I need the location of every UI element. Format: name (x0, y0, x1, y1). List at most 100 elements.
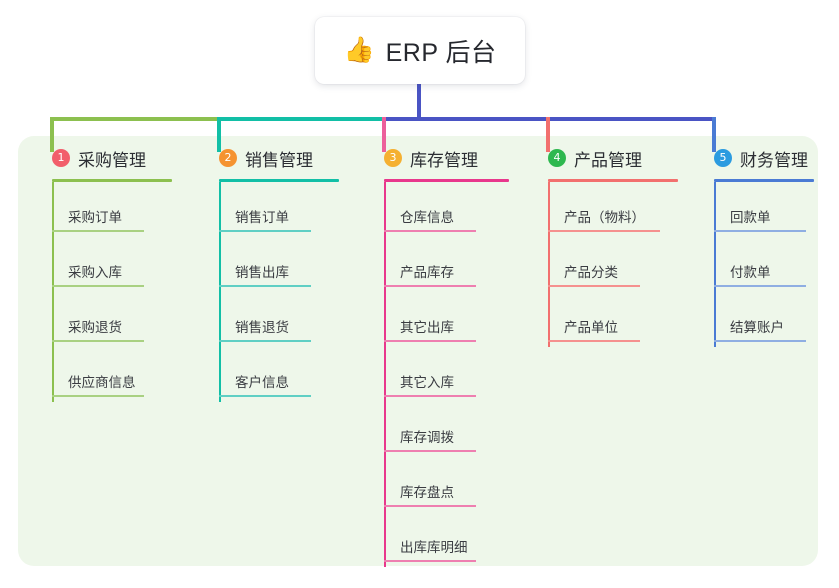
list-item-underline (548, 285, 640, 287)
column-spine (548, 182, 550, 347)
column-items: 产品（物料） 产品分类产品单位 (528, 182, 688, 347)
list-item-underline (714, 340, 806, 342)
list-item-label: 销售出库 (235, 265, 289, 280)
list-item-underline (219, 230, 311, 232)
list-item[interactable]: 其它入库 (364, 347, 519, 402)
column-title: 销售管理 (245, 150, 313, 170)
column-number-badge: 2 (219, 149, 237, 167)
column-number-badge: 5 (714, 149, 732, 167)
column-采购管理: 1 采购管理采购订单采购入库采购退货供应商信息 (32, 146, 182, 402)
list-item[interactable]: 供应商信息 (32, 347, 182, 402)
list-item-label: 产品单位 (564, 320, 618, 335)
column-underline (384, 179, 509, 182)
column-underline (52, 179, 172, 182)
list-item[interactable]: 销售退货 (199, 292, 349, 347)
list-item[interactable]: 销售订单 (199, 182, 349, 237)
list-item-label: 仓库信息 (400, 210, 454, 225)
list-item[interactable]: 回款单 (694, 182, 824, 237)
list-item-label: 其它入库 (400, 375, 454, 390)
list-item[interactable]: 库存盘点 (364, 457, 519, 512)
column-items: 销售订单销售出库销售退货客户信息 (199, 182, 349, 402)
list-item[interactable]: 付款单 (694, 237, 824, 292)
list-item-underline (219, 340, 311, 342)
list-item-label: 产品分类 (564, 265, 618, 280)
list-item-underline (384, 230, 476, 232)
column-spine (714, 182, 716, 347)
list-item[interactable]: 结算账户 (694, 292, 824, 347)
list-item-underline (52, 340, 144, 342)
column-underline (219, 179, 339, 182)
list-item[interactable]: 采购订单 (32, 182, 182, 237)
list-item-underline (384, 560, 476, 562)
column-header[interactable]: 5 财务管理 (694, 146, 824, 170)
column-number-badge: 4 (548, 149, 566, 167)
list-item-label: 销售订单 (235, 210, 289, 225)
list-item-underline (384, 450, 476, 452)
column-spine (384, 182, 386, 567)
column-title: 采购管理 (78, 150, 146, 170)
column-header[interactable]: 1 采购管理 (32, 146, 182, 170)
list-item[interactable]: 产品分类 (528, 237, 688, 292)
list-item-label: 客户信息 (235, 375, 289, 390)
list-item[interactable]: 产品单位 (528, 292, 688, 347)
list-item[interactable]: 出库库明细 (364, 512, 519, 567)
list-item-underline (52, 285, 144, 287)
list-item[interactable]: 产品库存 (364, 237, 519, 292)
root-title: ERP 后台 (385, 38, 497, 67)
column-spine (52, 182, 54, 402)
column-header[interactable]: 3 库存管理 (364, 146, 519, 170)
list-item-underline (384, 395, 476, 397)
list-item-underline (219, 285, 311, 287)
column-number-badge: 1 (52, 149, 70, 167)
list-item[interactable]: 其它出库 (364, 292, 519, 347)
column-header[interactable]: 2 销售管理 (199, 146, 349, 170)
list-item-underline (52, 395, 144, 397)
list-item[interactable]: 销售出库 (199, 237, 349, 292)
list-item-label: 采购退货 (68, 320, 122, 335)
list-item[interactable]: 仓库信息 (364, 182, 519, 237)
list-item-label: 产品（物料） (564, 210, 645, 225)
list-item-label: 销售退货 (235, 320, 289, 335)
list-item-underline (384, 285, 476, 287)
list-item-label: 产品库存 (400, 265, 454, 280)
list-item[interactable]: 客户信息 (199, 347, 349, 402)
column-items: 仓库信息产品库存其它出库其它入库库存调拨库存盘点出库库明细 (364, 182, 519, 567)
list-item-underline (384, 505, 476, 507)
list-item-underline (52, 230, 144, 232)
list-item-underline (384, 340, 476, 342)
list-item-underline (714, 230, 806, 232)
column-underline (714, 179, 814, 182)
column-title: 库存管理 (410, 150, 478, 170)
column-items: 采购订单采购入库采购退货供应商信息 (32, 182, 182, 402)
thumbs-up-icon: 👍 (343, 36, 375, 64)
root-node[interactable]: 👍 ERP 后台 (315, 17, 525, 84)
list-item-underline (548, 230, 660, 232)
column-title: 财务管理 (740, 150, 808, 170)
list-item[interactable]: 采购退货 (32, 292, 182, 347)
list-item-underline (714, 285, 806, 287)
list-item-label: 采购订单 (68, 210, 122, 225)
list-item[interactable]: 采购入库 (32, 237, 182, 292)
column-库存管理: 3 库存管理仓库信息产品库存其它出库其它入库库存调拨库存盘点出库库明细 (364, 146, 519, 567)
list-item-underline (219, 395, 311, 397)
list-item-label: 付款单 (730, 265, 771, 280)
column-销售管理: 2 销售管理销售订单销售出库销售退货客户信息 (199, 146, 349, 402)
list-item[interactable]: 库存调拨 (364, 402, 519, 457)
column-items: 回款单付款单结算账户 (694, 182, 824, 347)
list-item-label: 出库库明细 (400, 540, 468, 555)
column-number-badge: 3 (384, 149, 402, 167)
list-item-label: 库存调拨 (400, 430, 454, 445)
list-item-label: 回款单 (730, 210, 771, 225)
column-underline (548, 179, 678, 182)
list-item-label: 采购入库 (68, 265, 122, 280)
list-item[interactable]: 产品（物料） (528, 182, 688, 237)
list-item-label: 库存盘点 (400, 485, 454, 500)
list-item-underline (548, 340, 640, 342)
list-item-label: 其它出库 (400, 320, 454, 335)
background-panel (18, 136, 818, 566)
column-spine (219, 182, 221, 402)
column-财务管理: 5 财务管理回款单付款单结算账户 (694, 146, 824, 347)
